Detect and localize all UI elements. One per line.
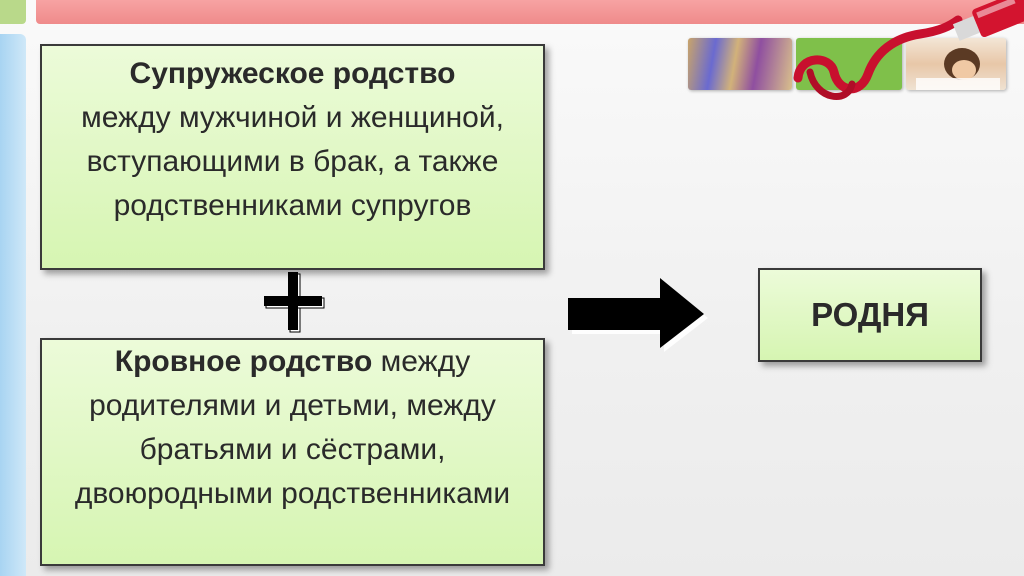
relatives-label: РОДНЯ [811,296,929,333]
paint-tube-icon [793,0,1024,100]
top-left-tab [0,0,26,24]
marital-kinship-text: между мужчиной и женщиной, вступающими в… [81,101,504,222]
top-decorative-band [36,0,1024,24]
plus-icon [264,272,325,333]
right-arrow-icon [568,278,708,352]
child-photo [906,38,1006,90]
blood-kinship-box: Кровное родство между родителями и детьм… [40,338,545,566]
blood-kinship-title: Кровное родство [114,345,373,378]
pencils-photo [688,38,792,90]
left-decorative-bar [0,34,26,576]
blood-kinship-text: между родителями и детьми, между братьям… [74,345,511,510]
marital-kinship-title: Супружеское родство [129,57,456,90]
marital-kinship-box: Супружеское родство между мужчиной и жен… [40,44,545,270]
relatives-box: РОДНЯ [758,268,982,362]
